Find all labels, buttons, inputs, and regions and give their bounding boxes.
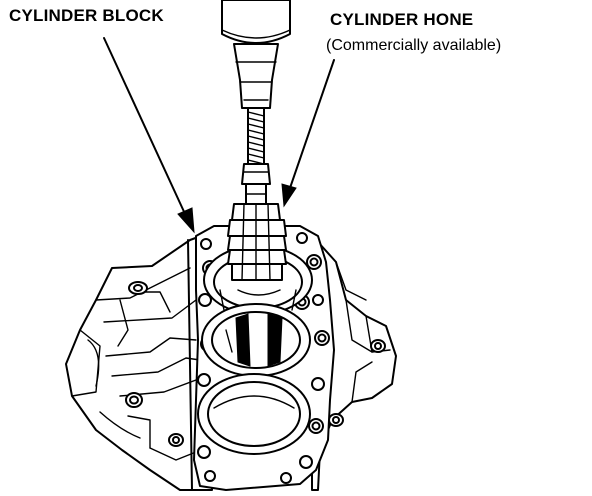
cylinder-hone-note: (Commercially available) xyxy=(326,37,502,54)
cylinder-bore-3 xyxy=(197,373,311,455)
cylinder-block-right xyxy=(311,241,397,491)
leader-arrow-hone xyxy=(281,59,335,208)
cylinder-hone xyxy=(221,0,291,296)
leader-arrow-block xyxy=(103,37,195,234)
cylinder-block xyxy=(65,231,213,491)
cylinder-block-label: CYLINDER BLOCK xyxy=(9,6,164,25)
cylinder-bore-2 xyxy=(201,303,311,377)
cylinder-hone-label: CYLINDER HONE xyxy=(330,10,474,29)
